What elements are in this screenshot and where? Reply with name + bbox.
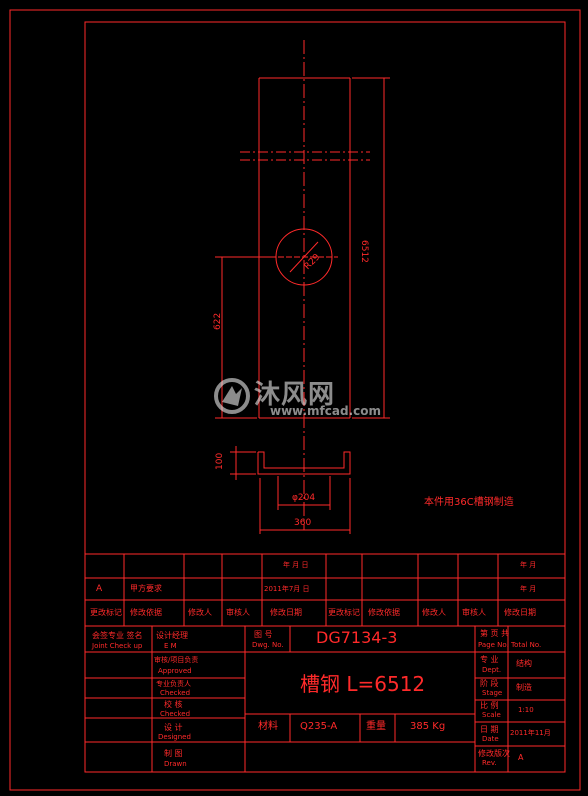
mfcad-logo-icon [214, 378, 250, 414]
page-en: Page No. Total No. [478, 641, 542, 649]
rev-header: 更改标记 [328, 608, 360, 617]
designed-cn: 设 计 [164, 723, 183, 732]
ymd-label-1: 年 月 日 [283, 561, 309, 569]
rev-header: 审核人 [226, 608, 250, 617]
rev-header: 修改人 [188, 608, 212, 617]
approved-en: Approved [158, 667, 192, 675]
scale-en: Scale [482, 711, 501, 719]
scale-cn: 比 例 [480, 701, 499, 710]
rev-value: A [518, 753, 524, 762]
rev-row-right: 年 月 [520, 585, 537, 593]
dim-width-label: 360 [294, 518, 312, 528]
rev-cn: 修改版次 [478, 749, 510, 758]
design-manager-cn: 设计经理 [156, 631, 188, 640]
rev-header: 修改人 [422, 608, 446, 617]
rev-header: 审核人 [462, 608, 486, 617]
drawn-en: Drawn [164, 760, 187, 768]
title-block-grid [85, 553, 565, 772]
drawing-note: 本件用36C槽钢制造 [424, 497, 514, 508]
checked-cn: 校 核 [164, 700, 183, 709]
weight-label: 重量 [366, 721, 386, 732]
rev-row-code: A [96, 584, 103, 594]
discipline-en: Dept. [482, 666, 502, 674]
joint-check-en: Joint Check up [92, 642, 143, 650]
stage-cn: 阶 段 [480, 679, 499, 688]
material-label: 材料 [258, 721, 278, 732]
checked2-cn: 专业负责人 [156, 680, 191, 688]
rev-row-date: 2011年7月 日 [264, 585, 310, 593]
rev-en: Rev. [482, 759, 497, 767]
page-cn: 第 页 共 [480, 629, 510, 638]
ymd-label-2: 年 月 [520, 561, 537, 569]
rev-header: 修改日期 [504, 608, 536, 617]
drawing-title: 槽钢 L=6512 [300, 672, 426, 696]
material-value: Q235-A [300, 721, 338, 732]
watermark-url: www.mfcad.com [270, 404, 381, 418]
checked-en: Checked [160, 710, 191, 718]
dwg-no: DG7134-3 [316, 628, 398, 647]
drawn-cn: 制 图 [164, 749, 183, 758]
date-value: 2011年11月 [510, 729, 551, 737]
date-cn: 日 期 [480, 725, 499, 734]
discipline-value: 结构 [516, 659, 532, 668]
dwg-no-label-cn: 图 号 [254, 630, 273, 639]
weight-value: 385 Kg [410, 721, 446, 732]
rev-header: 更改标记 [90, 608, 122, 617]
inner-frame [84, 21, 566, 773]
approved-cn: 审核/项目负责 [154, 656, 199, 664]
watermark-name: 沐风网 [254, 380, 336, 410]
channel-section [257, 451, 351, 475]
stage-value: 制造 [516, 683, 532, 692]
stage-en: Stage [482, 689, 503, 697]
date-en: Date [482, 735, 499, 743]
dwg-no-label-en: Dwg. No. [252, 641, 284, 649]
discipline-cn: 专 业 [480, 655, 499, 664]
rev-row-desc: 甲方要求 [130, 584, 162, 593]
rev-header: 修改日期 [270, 608, 302, 617]
watermark: 沐风网 www.mfcad.com [212, 376, 382, 420]
dim-bottom-dia-label: φ204 [292, 493, 316, 503]
dim-length-label: 6512 [359, 240, 369, 263]
checked2-en: Checked [160, 689, 191, 697]
design-manager-en: E M [164, 642, 177, 650]
outer-border [9, 9, 581, 791]
rev-header: 修改依据 [368, 608, 400, 617]
scale-value: 1:10 [518, 706, 534, 714]
rev-header: 修改依据 [130, 608, 162, 617]
dim-hole-pos-label: 622 [213, 312, 223, 330]
designed-en: Designed [158, 733, 191, 741]
dim-height-label: 100 [215, 452, 225, 470]
joint-check-cn: 会签专业 签名 [92, 631, 143, 640]
